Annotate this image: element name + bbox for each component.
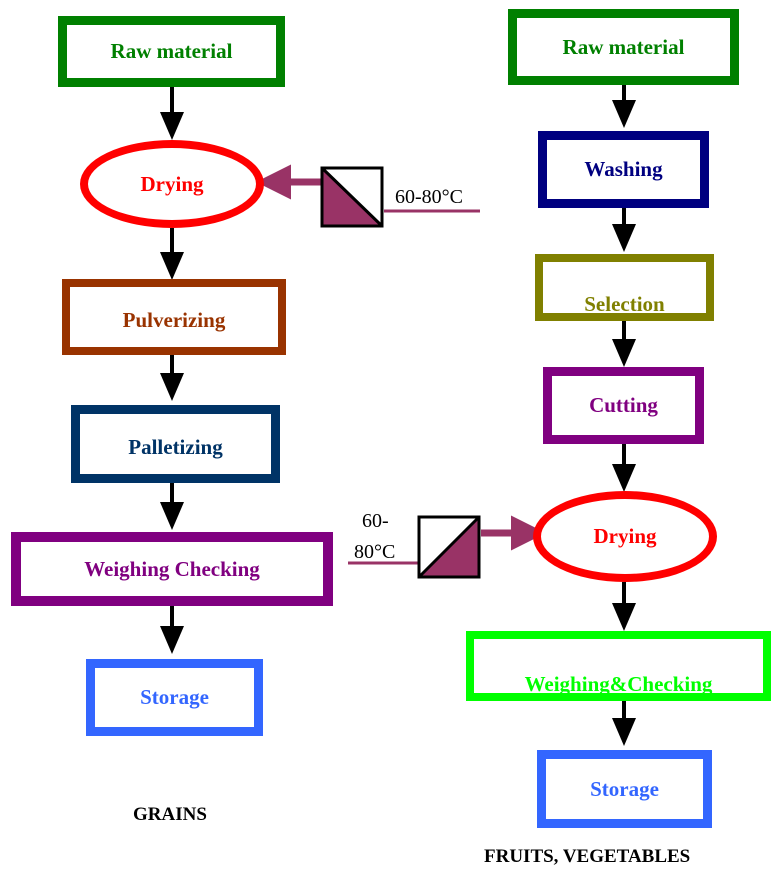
heater-box-grains bbox=[320, 166, 384, 228]
grains-temperature-label: 60-80°C bbox=[395, 186, 463, 208]
fv-drying-oval: Drying bbox=[533, 491, 717, 582]
fv-cutting-label: Cutting bbox=[589, 393, 658, 417]
fv-storage-box: Storage bbox=[537, 750, 712, 828]
grains-drying-label: Drying bbox=[140, 171, 204, 196]
grains-storage-label: Storage bbox=[140, 685, 209, 709]
heater-box-fv bbox=[417, 515, 481, 579]
fv-weighing-checking-label: Weighing&Checking bbox=[524, 672, 713, 696]
grains-weighing-label: Weighing Checking bbox=[84, 556, 260, 581]
grains-storage-box: Storage bbox=[86, 659, 263, 736]
fv-drying-label: Drying bbox=[593, 524, 657, 548]
fv-caption: FRUITS, VEGETABLES bbox=[484, 846, 691, 867]
fv-raw-material-box: Raw material bbox=[508, 9, 739, 85]
fv-washing-label: Washing bbox=[584, 157, 663, 181]
fv-temperature-label-line1: 60- bbox=[362, 510, 389, 532]
grains-drying-oval: Drying bbox=[80, 140, 264, 228]
grains-palletizing-box: Palletizing bbox=[71, 405, 280, 483]
fv-storage-label: Storage bbox=[590, 776, 659, 801]
fv-washing-box: Washing bbox=[538, 131, 709, 208]
fv-temperature-label-line2: 80°C bbox=[354, 541, 396, 563]
fv-selection-label: Selection bbox=[584, 292, 665, 316]
grains-pulverizing-box: Pulverizing bbox=[62, 279, 286, 355]
fv-selection-box: Selection bbox=[535, 254, 714, 321]
grains-raw-material-box: Raw material bbox=[58, 16, 285, 87]
fv-raw-material-label: Raw material bbox=[562, 34, 685, 59]
fv-weighing-checking-box: Weighing&Checking bbox=[466, 631, 771, 701]
grains-raw-material-label: Raw material bbox=[110, 39, 233, 63]
fv-cutting-box: Cutting bbox=[543, 367, 704, 444]
grains-pulverizing-label: Pulverizing bbox=[122, 307, 226, 332]
grains-caption: GRAINS bbox=[133, 804, 207, 825]
grains-palletizing-label: Palletizing bbox=[128, 434, 223, 459]
grains-weighing-box: Weighing Checking bbox=[11, 532, 333, 606]
